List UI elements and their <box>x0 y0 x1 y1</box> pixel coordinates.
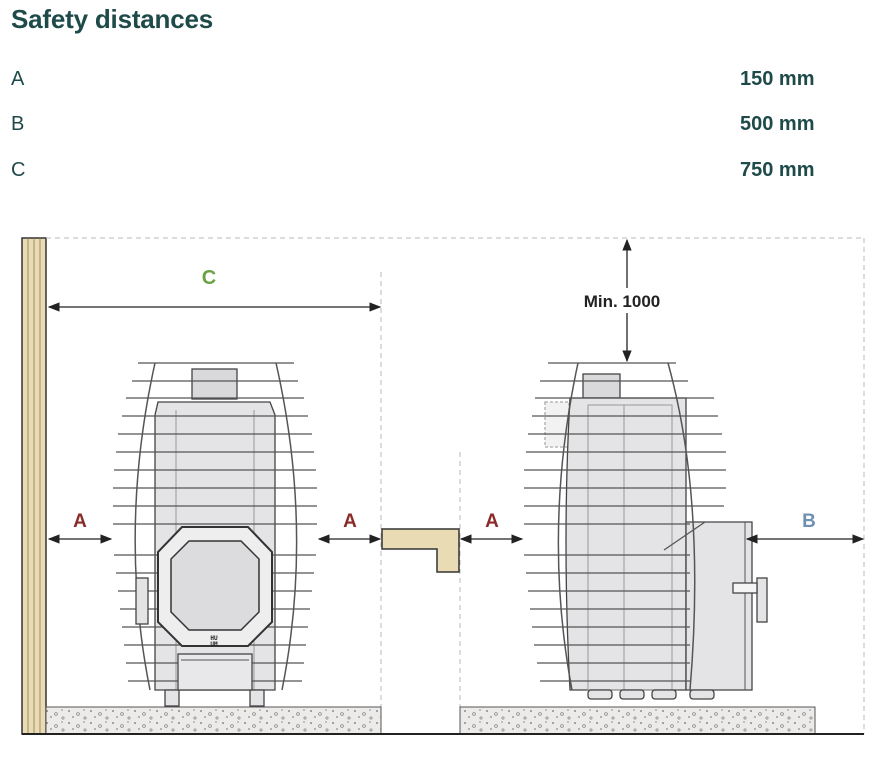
stove-front-view <box>113 362 317 707</box>
wooden-wall <box>21 237 47 735</box>
min-height-label: Min. 1000 <box>584 292 661 311</box>
stove-side-view <box>524 362 768 700</box>
dimension-a-label-1: A <box>73 511 87 532</box>
wooden-bench <box>381 528 460 573</box>
distance-label: B <box>11 113 25 135</box>
floor-base-right <box>459 706 816 735</box>
distance-label: A <box>11 68 25 90</box>
stove-badge-line1: HU <box>210 635 218 642</box>
dashed-guides <box>46 237 865 734</box>
distance-value: 500 mm <box>740 113 815 135</box>
dimension-arrows <box>47 238 865 544</box>
page-title: Safety distances <box>11 4 214 34</box>
distance-value: 150 mm <box>740 68 815 90</box>
stove-badge-line2: UM <box>210 641 218 648</box>
dimension-a-label-2: A <box>343 511 357 532</box>
dimension-c-label: C <box>202 267 216 289</box>
distance-row-b: B 500 mm <box>11 113 831 141</box>
distance-row-c: C 750 mm <box>11 159 831 187</box>
safety-distance-diagram: HU UM <box>21 237 865 735</box>
distance-value: 750 mm <box>740 159 815 181</box>
dimension-a-label-3: A <box>485 511 499 532</box>
floor-base-left <box>45 706 382 735</box>
dimension-b-label: B <box>802 511 816 532</box>
distance-label: C <box>11 159 26 181</box>
distance-row-a: A 150 mm <box>11 68 831 96</box>
